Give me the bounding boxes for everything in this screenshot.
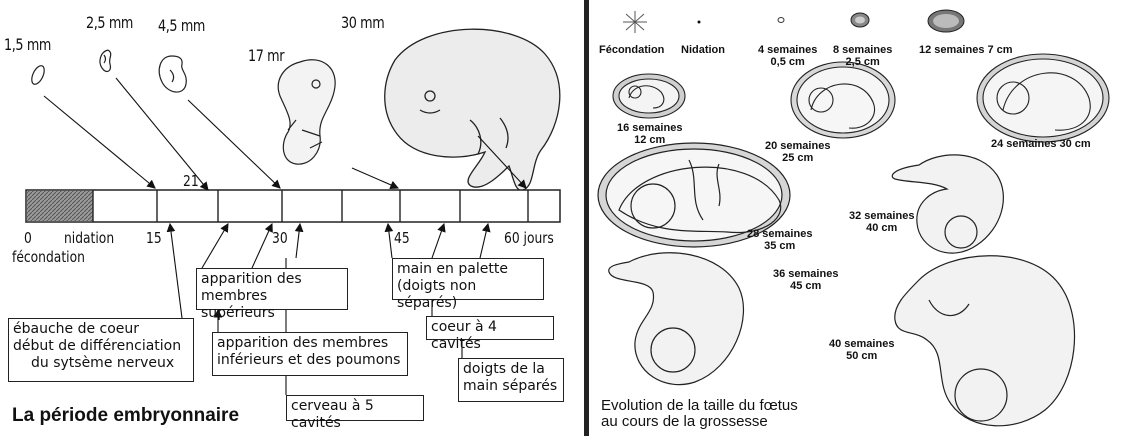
embryo-drawing-2-5mm xyxy=(100,50,111,71)
embryo-drawing-4-5mm xyxy=(159,56,186,92)
size-label-30mm: 30 mm xyxy=(341,13,384,32)
label-4-semaines: 4 semaines 0,5 cm xyxy=(758,44,817,68)
label-12-semaines: 12 semaines 7 cm xyxy=(919,44,1013,56)
embryo-drawing-1-5mm xyxy=(29,64,47,86)
axis-label-0: 0 xyxy=(24,229,32,247)
axis-label-21: 21 xyxy=(183,172,199,190)
label-32-semaines: 32 semaines 40 cm xyxy=(849,210,914,234)
label-28-semaines: 28 semaines 35 cm xyxy=(747,228,812,252)
axis-label-nidation: nidation xyxy=(64,229,114,247)
box-membres-inferieurs: apparition des membres inférieurs et des… xyxy=(212,332,408,376)
label-fecondation: Fécondation xyxy=(599,44,664,56)
embryonic-period-panel: 1,5 mm 2,5 mm 4,5 mm 17 mr 30 mm 21 0 ni… xyxy=(0,0,584,436)
fetus-40-weeks xyxy=(895,256,1075,426)
size-label-17mm: 17 mr xyxy=(248,46,284,65)
label-8-semaines: 8 semaines 2,5 cm xyxy=(833,44,892,68)
label-16-semaines: 16 semaines 12 cm xyxy=(617,122,682,146)
embryo-drawing-30mm xyxy=(385,29,560,190)
box-doigts-separes: doigts de la main séparés xyxy=(458,358,564,402)
axis-label-15: 15 xyxy=(146,229,162,247)
axis-label-fecondation: fécondation xyxy=(12,248,85,266)
fetal-growth-panel: Fécondation Nidation 4 semaines 0,5 cm 8… xyxy=(589,0,1139,436)
embryo-4-weeks xyxy=(778,18,784,23)
size-label-2-5mm: 2,5 mm xyxy=(86,13,133,32)
nidation-dot xyxy=(698,21,701,24)
box-ebauche-coeur: ébauche de coeur début de différenciatio… xyxy=(8,318,194,382)
fetus-16-weeks xyxy=(613,74,685,118)
timeline-bar xyxy=(26,190,560,222)
axis-label-45: 45 xyxy=(394,229,410,247)
fetus-32-weeks xyxy=(892,155,1003,253)
size-label-4-5mm: 4,5 mm xyxy=(158,16,205,35)
label-20-semaines: 20 semaines 25 cm xyxy=(765,140,830,164)
label-36-semaines: 36 semaines 45 cm xyxy=(773,268,838,292)
fetus-20-weeks xyxy=(791,62,895,138)
left-panel-title: La période embryonnaire xyxy=(12,405,239,427)
timeline-hatched-segment xyxy=(27,191,93,221)
embryo-8-weeks xyxy=(851,13,869,27)
embryo-drawing-17mm xyxy=(278,60,335,164)
size-label-1-5mm: 1,5 mm xyxy=(4,35,51,54)
fetus-36-weeks xyxy=(609,253,744,385)
label-nidation: Nidation xyxy=(681,44,725,56)
axis-label-60-jours: 60 jours xyxy=(504,229,554,247)
axis-label-30: 30 xyxy=(272,229,288,247)
box-main-en-palette: main en palette (doigts non séparés) xyxy=(392,258,544,300)
fetus-12-weeks xyxy=(928,10,964,32)
box-coeur-4-cavites: coeur à 4 cavités xyxy=(426,316,554,340)
right-panel-caption: Evolution de la taille du fœtus au cours… xyxy=(601,398,798,430)
fetus-24-weeks xyxy=(977,54,1109,142)
label-40-semaines: 40 semaines 50 cm xyxy=(829,338,894,362)
fertilization-star-icon xyxy=(623,11,647,33)
box-membres-superieurs: apparition des membres supérieurs xyxy=(196,268,348,310)
box-cerveau-5-cavites: cerveau à 5 cavités xyxy=(286,395,424,421)
label-24-semaines: 24 semaines 30 cm xyxy=(991,138,1091,150)
